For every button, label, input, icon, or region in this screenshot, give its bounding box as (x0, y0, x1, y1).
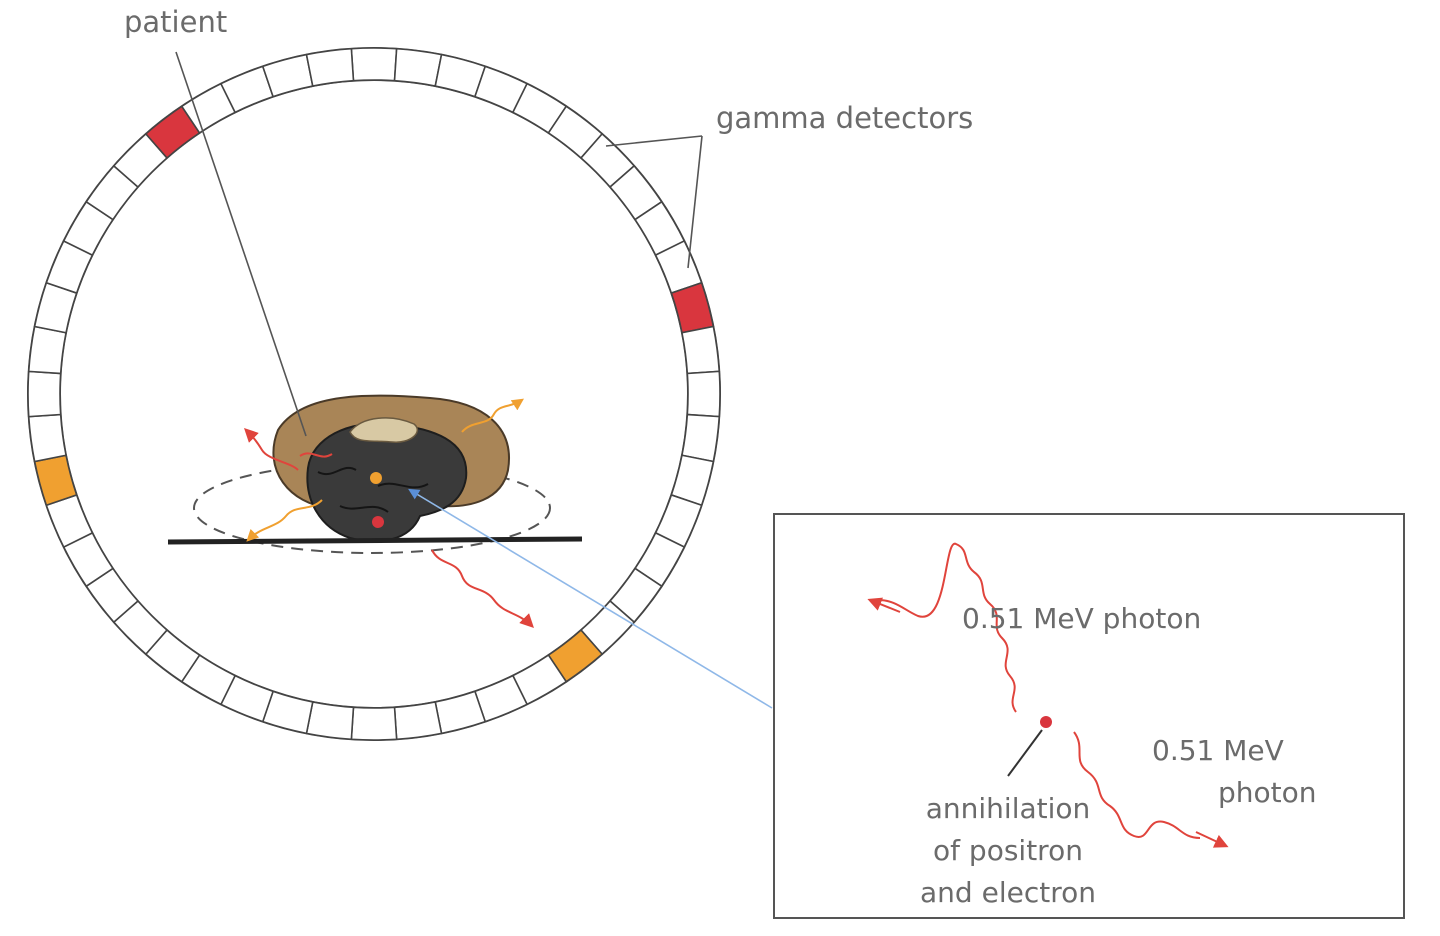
label-annihilation-line1: annihilation (926, 792, 1091, 825)
label-annihilation-line2: of positron (933, 834, 1083, 867)
detector-segment (305, 47, 355, 87)
emitted-photon-2 (461, 398, 524, 433)
zoom-pointer-line (408, 488, 773, 709)
detector-segment (27, 413, 67, 463)
gamma-detector-ring (27, 47, 721, 741)
detector-segment (27, 370, 62, 418)
detector-segment (261, 53, 314, 98)
label-gamma-detectors: gamma detectors (716, 101, 973, 135)
organ-detail (317, 467, 429, 513)
detector-segment (27, 325, 67, 375)
patient-table (167, 536, 583, 545)
photon-wave-lower (1073, 731, 1201, 839)
detector-segment (305, 701, 355, 741)
detector-leader-line-2 (687, 135, 703, 269)
detector-segment-active-red (670, 281, 715, 334)
detector-segment-active-orange (33, 454, 78, 507)
label-patient: patient (124, 5, 227, 39)
internal-photon-path (299, 452, 333, 458)
organ-highlight (349, 417, 419, 443)
label-photon-upper: 0.51 MeV photon (962, 602, 1201, 635)
detector-segment (350, 47, 398, 82)
label-annihilation-line3: and electron (920, 876, 1096, 909)
detector-segment (434, 690, 487, 735)
detector-segment (393, 47, 443, 87)
detector-segment (686, 370, 721, 418)
patient-leader-line (175, 51, 307, 437)
patient-figure (167, 394, 583, 628)
emitted-photon-1 (244, 428, 299, 471)
detector-segment (681, 413, 721, 463)
detector-leader-line-1 (605, 135, 703, 147)
annihilation-point (1040, 716, 1052, 728)
annihilation-leader-line (1007, 729, 1043, 777)
annihilation-inset-box (773, 513, 1405, 919)
emitted-photon-4 (431, 549, 534, 628)
label-photon-lower-line2: photon (1218, 776, 1317, 809)
photon-arrow-upper (867, 597, 901, 613)
photon-arrow-lower (1195, 831, 1229, 848)
label-photon-lower-line1: 0.51 MeV (1152, 734, 1284, 767)
photon-wave-upper (877, 542, 1017, 713)
tracer-dot-orange (370, 472, 382, 484)
detector-segment (350, 706, 398, 741)
scan-orbit-dashed (193, 462, 551, 554)
emitted-photon-3 (246, 499, 323, 542)
tracer-dot-red (372, 516, 384, 528)
detector-segment (681, 325, 721, 375)
ring-inner-edge (59, 79, 689, 709)
detector-segment (393, 701, 443, 741)
